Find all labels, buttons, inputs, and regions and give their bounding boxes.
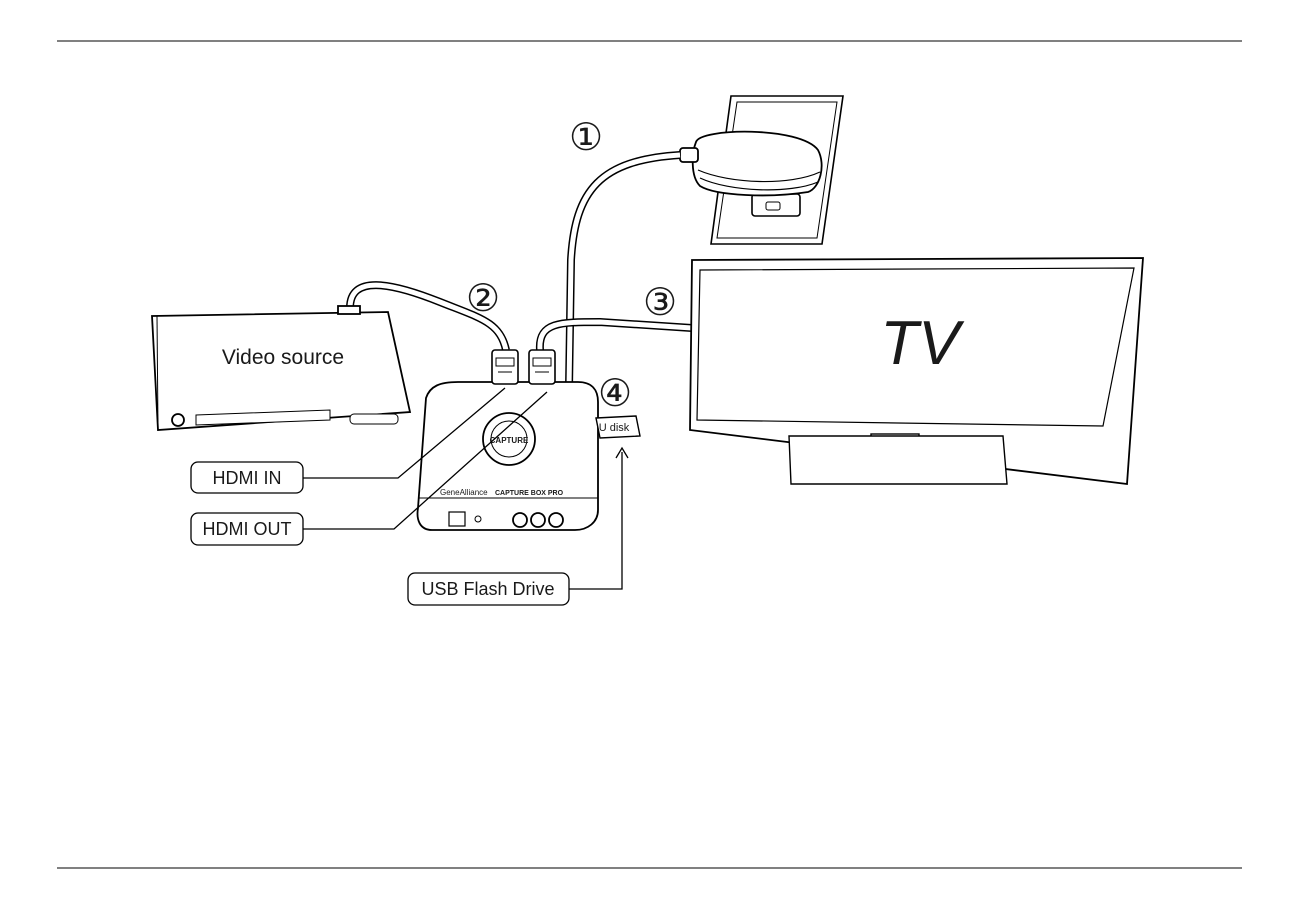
hdmi-in-callout: HDMI IN [213,468,282,488]
step-4-marker: ④ [598,373,632,415]
u-disk-label: U disk [599,422,630,434]
capture-brand: GeneAlliance [440,488,488,497]
hdmi-out-callout: HDMI OUT [203,519,292,539]
video-source-label: Video source [222,346,344,369]
capture-box-device [418,382,598,530]
hdmi-in-connector [492,350,518,384]
step-3-marker: ③ [643,282,677,324]
capture-model: CAPTURE BOX PRO [495,490,564,497]
step-2-marker: ② [466,278,500,320]
tv-label: TV [880,309,965,378]
usb-flash-drive-callout: USB Flash Drive [421,579,554,599]
step-1-marker: ① [569,117,603,159]
power-cable [569,155,680,388]
power-adapter [680,132,822,196]
hdmi-out-connector [529,350,555,384]
